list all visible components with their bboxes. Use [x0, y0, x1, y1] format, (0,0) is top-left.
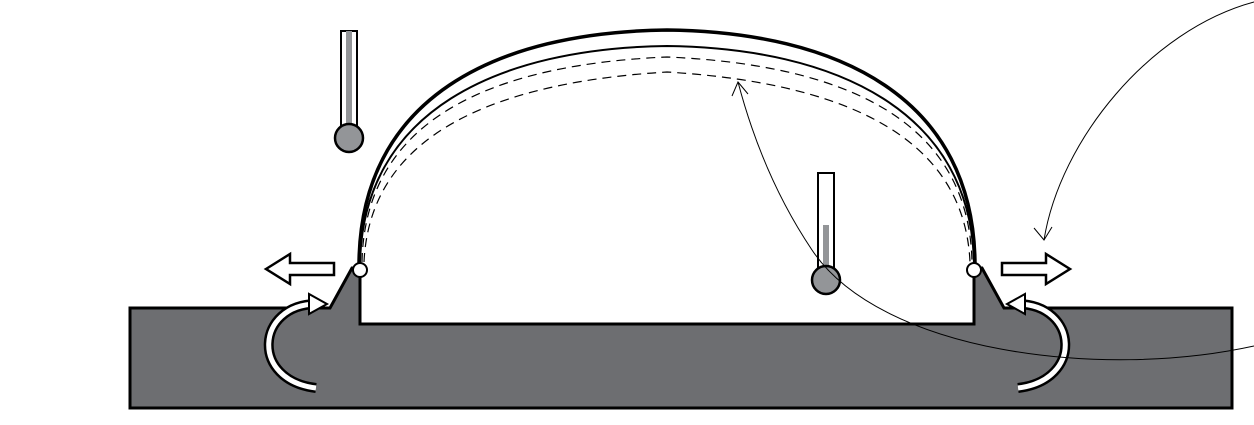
hinge-icon	[966, 262, 982, 278]
curved-arrow-right-icon	[1004, 292, 1071, 393]
dome-inner-dashed-line	[361, 56, 973, 263]
leader-line	[1033, 1, 1254, 241]
thermometer-icon	[333, 30, 365, 154]
dome-inner-line	[359, 44, 975, 269]
leader-line	[731, 81, 1254, 361]
dome-inner-dashed-line	[363, 71, 971, 263]
curved-arrow-left-icon	[263, 292, 330, 393]
dome-outer-shell	[357, 28, 977, 269]
arrow-left-icon	[263, 251, 336, 287]
arrow-right-icon	[1000, 251, 1073, 287]
thermometer-icon	[810, 172, 842, 296]
hinge-icon	[352, 262, 368, 278]
